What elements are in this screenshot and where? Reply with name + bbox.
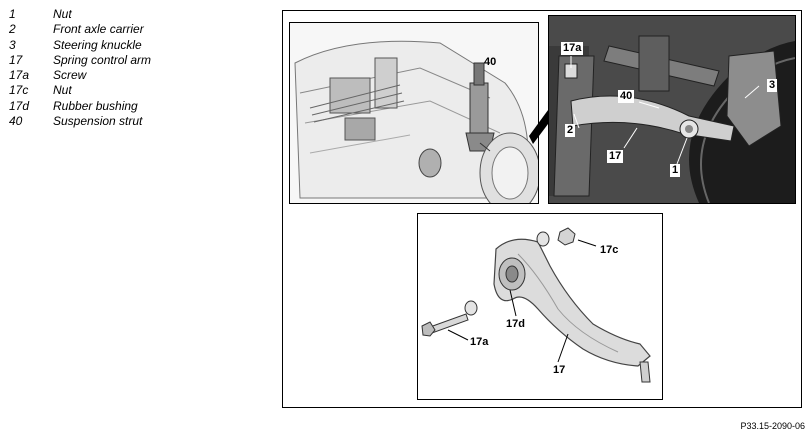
legend-label: Rubber bushing — [53, 98, 138, 113]
legend-row: 17a Screw — [9, 68, 151, 83]
parts-panel: 17c 17d 17a 17 — [417, 213, 663, 400]
callout-17c: 17c — [600, 244, 619, 256]
detail-panel: 17a 40 3 2 17 1 — [548, 15, 796, 204]
legend-number: 40 — [9, 114, 23, 129]
legend-number: 17a — [9, 68, 30, 83]
legend-row: 3 Steering knuckle — [9, 38, 151, 53]
legend-row: 17d Rubber bushing — [9, 99, 151, 114]
legend-label: Spring control arm — [53, 52, 152, 67]
legend-number: 2 — [9, 22, 16, 37]
callout-17a: 17a — [561, 42, 584, 55]
callout-40: 40 — [484, 56, 497, 68]
legend-number: 17d — [9, 98, 30, 113]
legend-label: Steering knuckle — [53, 37, 142, 52]
legend-label: Front axle carrier — [53, 22, 144, 37]
legend-number: 17 — [9, 52, 23, 67]
callout-1: 1 — [670, 164, 681, 177]
callout-17d: 17d — [506, 318, 525, 330]
callout-3: 3 — [767, 79, 778, 92]
callout-40: 40 — [618, 90, 635, 103]
legend-row: 17 Spring control arm — [9, 53, 151, 68]
vehicle-overview-illustration — [290, 23, 538, 203]
callout-17: 17 — [607, 150, 624, 163]
figure-frame: 40 — [282, 10, 802, 408]
zoom-connector — [529, 106, 551, 144]
legend-row: 40 Suspension strut — [9, 114, 151, 129]
callout-2: 2 — [565, 124, 576, 137]
exploded-control-arm-illustration — [418, 214, 662, 399]
legend-number: 17c — [9, 83, 29, 98]
legend-label: Nut — [53, 7, 72, 21]
legend-label: Screw — [53, 68, 87, 83]
overview-panel: 40 — [289, 22, 539, 204]
figure-reference: P33.15-2090-06 — [740, 421, 805, 431]
legend-label: Suspension strut — [53, 114, 143, 129]
legend-row: 1 Nut — [9, 7, 151, 22]
callout-17: 17 — [553, 364, 566, 376]
callout-17a: 17a — [470, 336, 489, 348]
legend-number: 1 — [9, 7, 16, 21]
legend-number: 3 — [9, 37, 16, 52]
legend-row: 17c Nut — [9, 83, 151, 98]
legend-label: Nut — [53, 83, 72, 98]
legend-row: 2 Front axle carrier — [9, 22, 151, 37]
